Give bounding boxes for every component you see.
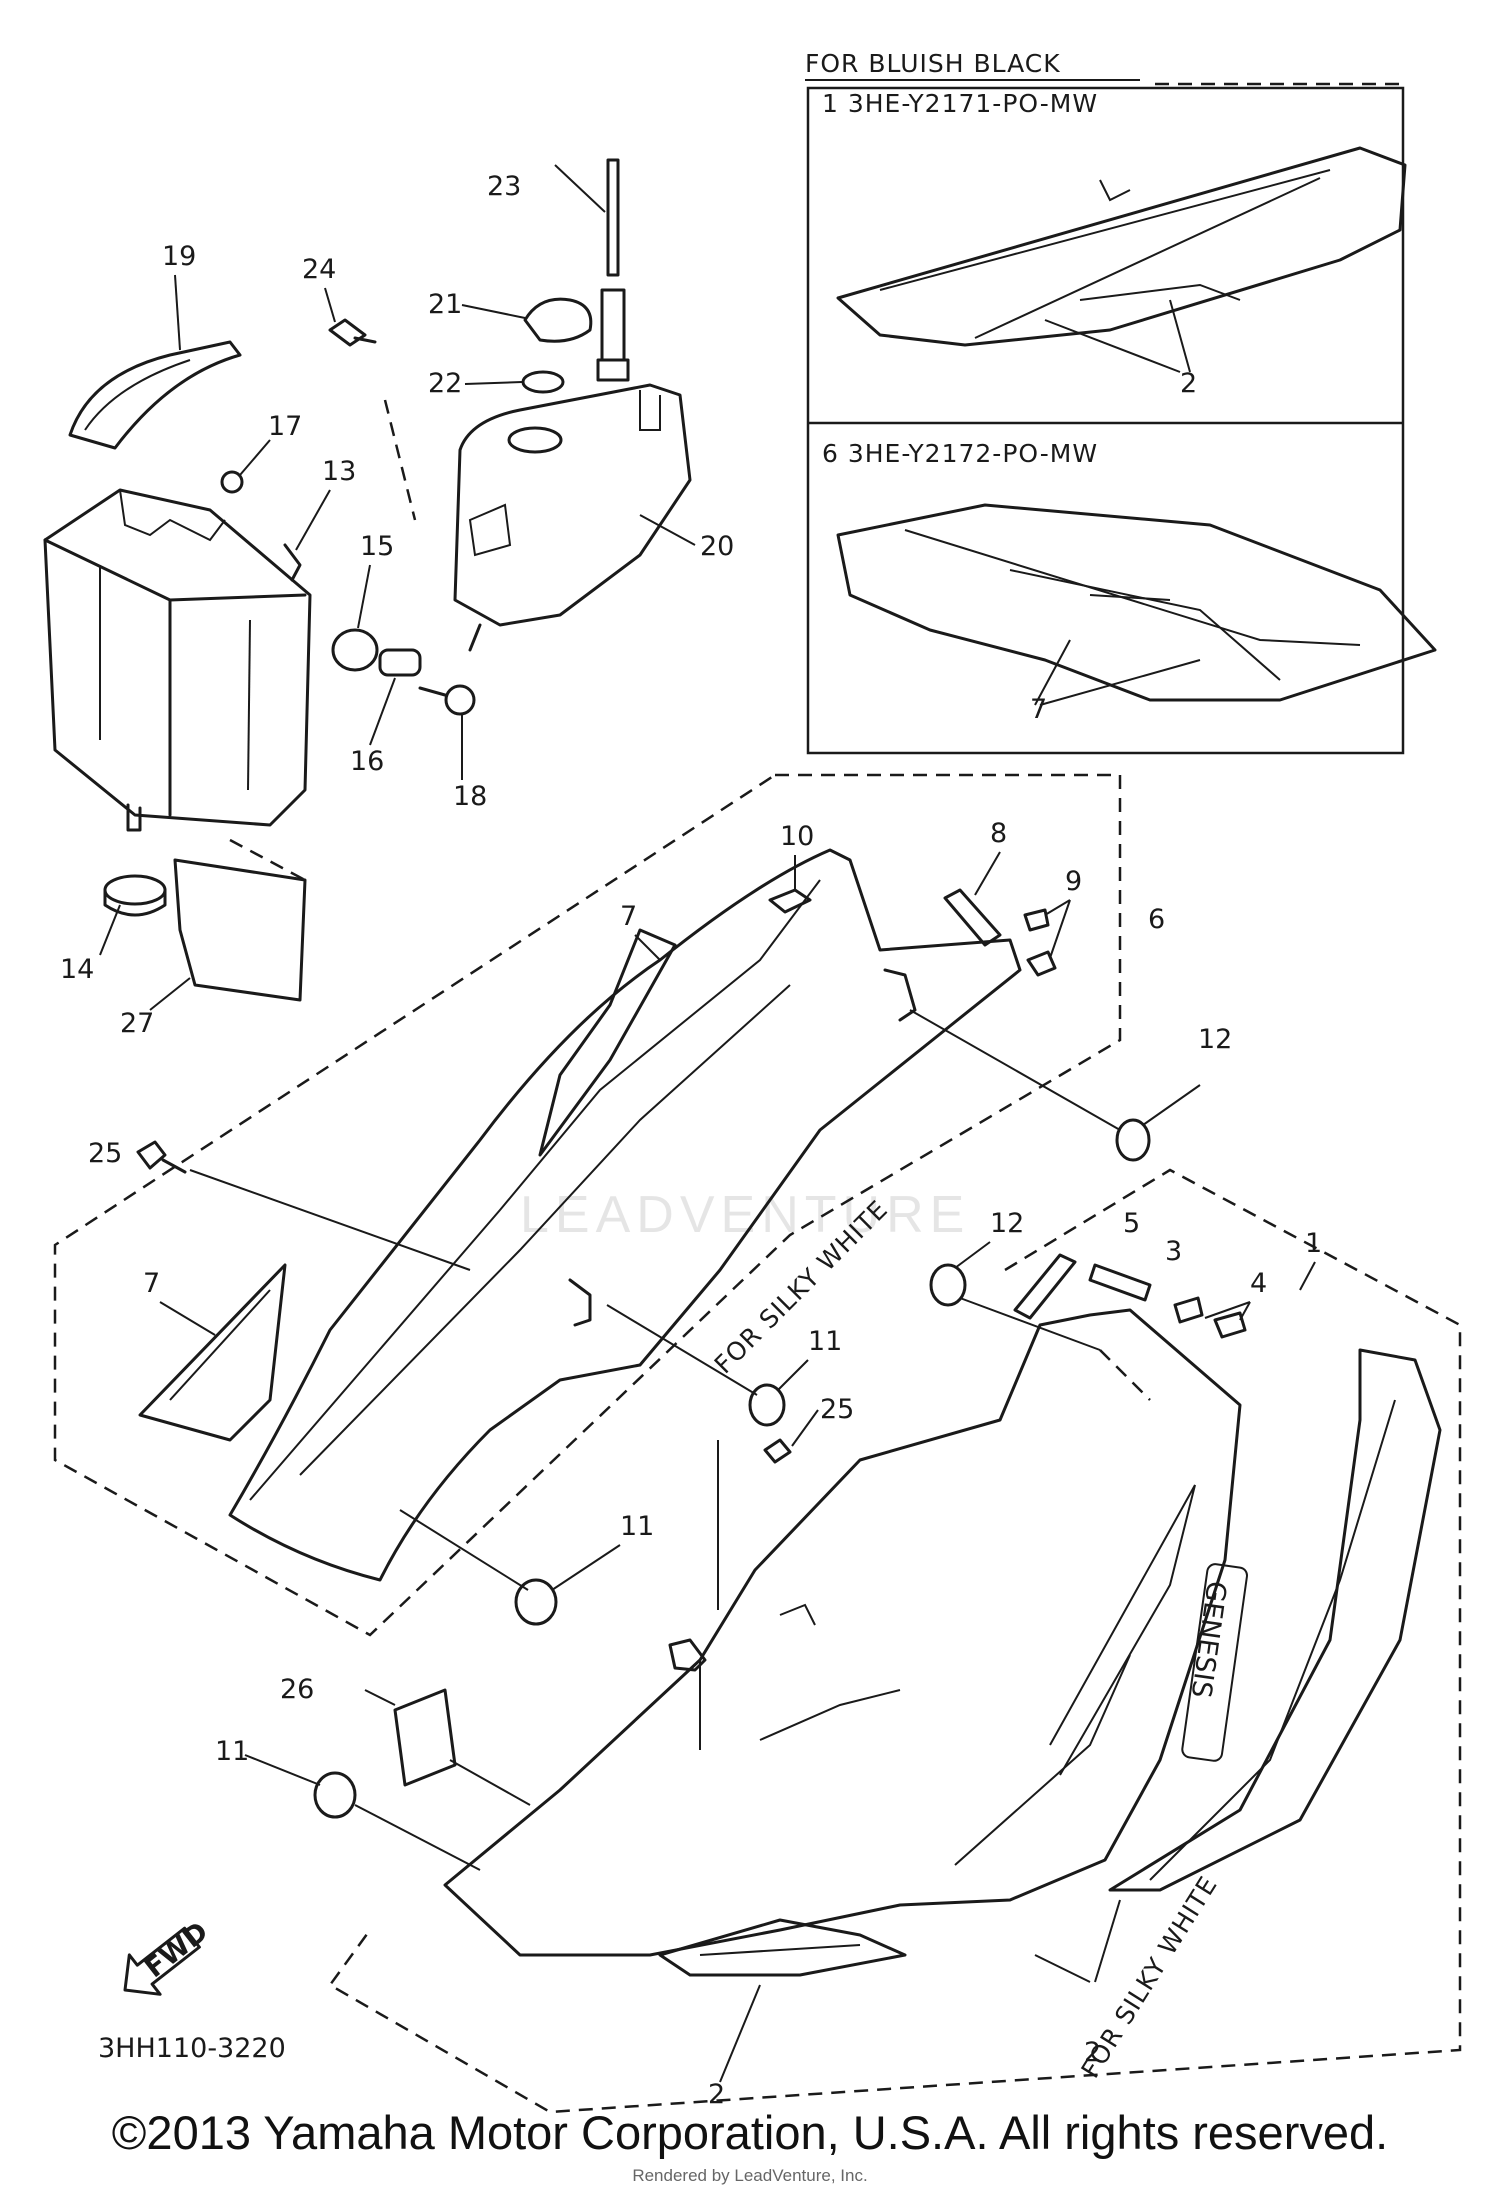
callout-6: 6 [1148, 904, 1165, 935]
callout-4: 4 [1250, 1268, 1267, 1299]
watermark-text: LEADVENTURE [520, 1186, 971, 1244]
callout-19: 19 [162, 241, 196, 272]
callout-7-upper: 7 [620, 901, 637, 932]
side-cover-logo-text: GENESIS [1185, 1579, 1232, 1700]
reservoir-cap-rod [606, 158, 620, 277]
callout-3: 3 [1165, 1236, 1182, 1267]
group-boundary-6 [53, 773, 1122, 1637]
callout-10: 10 [780, 821, 814, 852]
callout-7-inset: 7 [1030, 694, 1047, 725]
callout-12-upper: 12 [1198, 1024, 1232, 1055]
forward-arrow: FWD [123, 1916, 214, 1996]
inset-header: FOR BLUISH BLACK [805, 49, 1061, 78]
group-boundary-1 [328, 1168, 1462, 2114]
callout-5: 5 [1123, 1208, 1140, 1239]
rendered-by-note: Rendered by LeadVenture, Inc. [632, 2166, 868, 2185]
callout-12-lower: 12 [990, 1208, 1024, 1239]
callout-21: 21 [428, 289, 462, 320]
inset-side-cover-bottom [836, 503, 1437, 702]
callout-22: 22 [428, 368, 462, 399]
part-callouts: 1 2 2 2 3 4 5 6 7 7 7 8 9 10 11 11 11 12… [60, 171, 1322, 2110]
inset-frame [806, 86, 1405, 755]
callout-27: 27 [120, 1008, 154, 1039]
callout-17: 17 [268, 411, 302, 442]
callout-25-mid: 25 [820, 1394, 854, 1425]
callout-18: 18 [453, 781, 487, 812]
callout-11-left: 11 [620, 1511, 654, 1542]
inset-side-cover-top [836, 146, 1407, 347]
callout-24: 24 [302, 254, 336, 285]
copyright-notice: ©2013 Yamaha Motor Corporation, U.S.A. A… [111, 2106, 1389, 2159]
callout-2-lower: 2 [708, 2079, 725, 2110]
callout-14: 14 [60, 954, 94, 985]
callout-11-mid: 11 [808, 1326, 842, 1357]
callout-20: 20 [700, 531, 734, 562]
battery-box [43, 488, 312, 827]
bluish-black-inset: FOR BLUISH BLACK 1 3HE-Y2171-PO-MW 6 3HE… [805, 49, 1437, 755]
callout-26: 26 [280, 1674, 314, 1705]
battery-box-assembly [43, 318, 476, 1002]
inset-top-code: 1 3HE-Y2171-PO-MW [822, 89, 1098, 118]
callout-2-inset: 2 [1180, 368, 1197, 399]
reservoir-tank-assembly [453, 158, 692, 652]
callout-23: 23 [487, 171, 521, 202]
reservoir-tank [453, 383, 692, 627]
right-side-cover: GENESIS [244, 1253, 1442, 1977]
callout-13: 13 [322, 456, 356, 487]
callout-15: 15 [360, 531, 394, 562]
left-side-cover [138, 848, 1057, 1582]
callout-8: 8 [990, 818, 1007, 849]
callout-25-left: 25 [88, 1138, 122, 1169]
inset-bottom-code: 6 3HE-Y2172-PO-MW [822, 439, 1098, 468]
fwd-label: FWD [139, 1916, 214, 1984]
callout-1: 1 [1305, 1228, 1322, 1259]
callout-16: 16 [350, 746, 384, 777]
callout-11-lower: 11 [215, 1736, 249, 1767]
callout-7-left: 7 [143, 1268, 160, 1299]
fasteners-upper [136, 1009, 1201, 1626]
genesis-logo: GENESIS [1181, 1563, 1248, 1762]
battery-mat [173, 858, 307, 1002]
battery-strap [68, 340, 242, 450]
callout-9: 9 [1065, 866, 1082, 897]
reference-code: 3HH110-3220 [98, 2033, 286, 2064]
callout-2-right: 2 [1084, 2037, 1101, 2068]
